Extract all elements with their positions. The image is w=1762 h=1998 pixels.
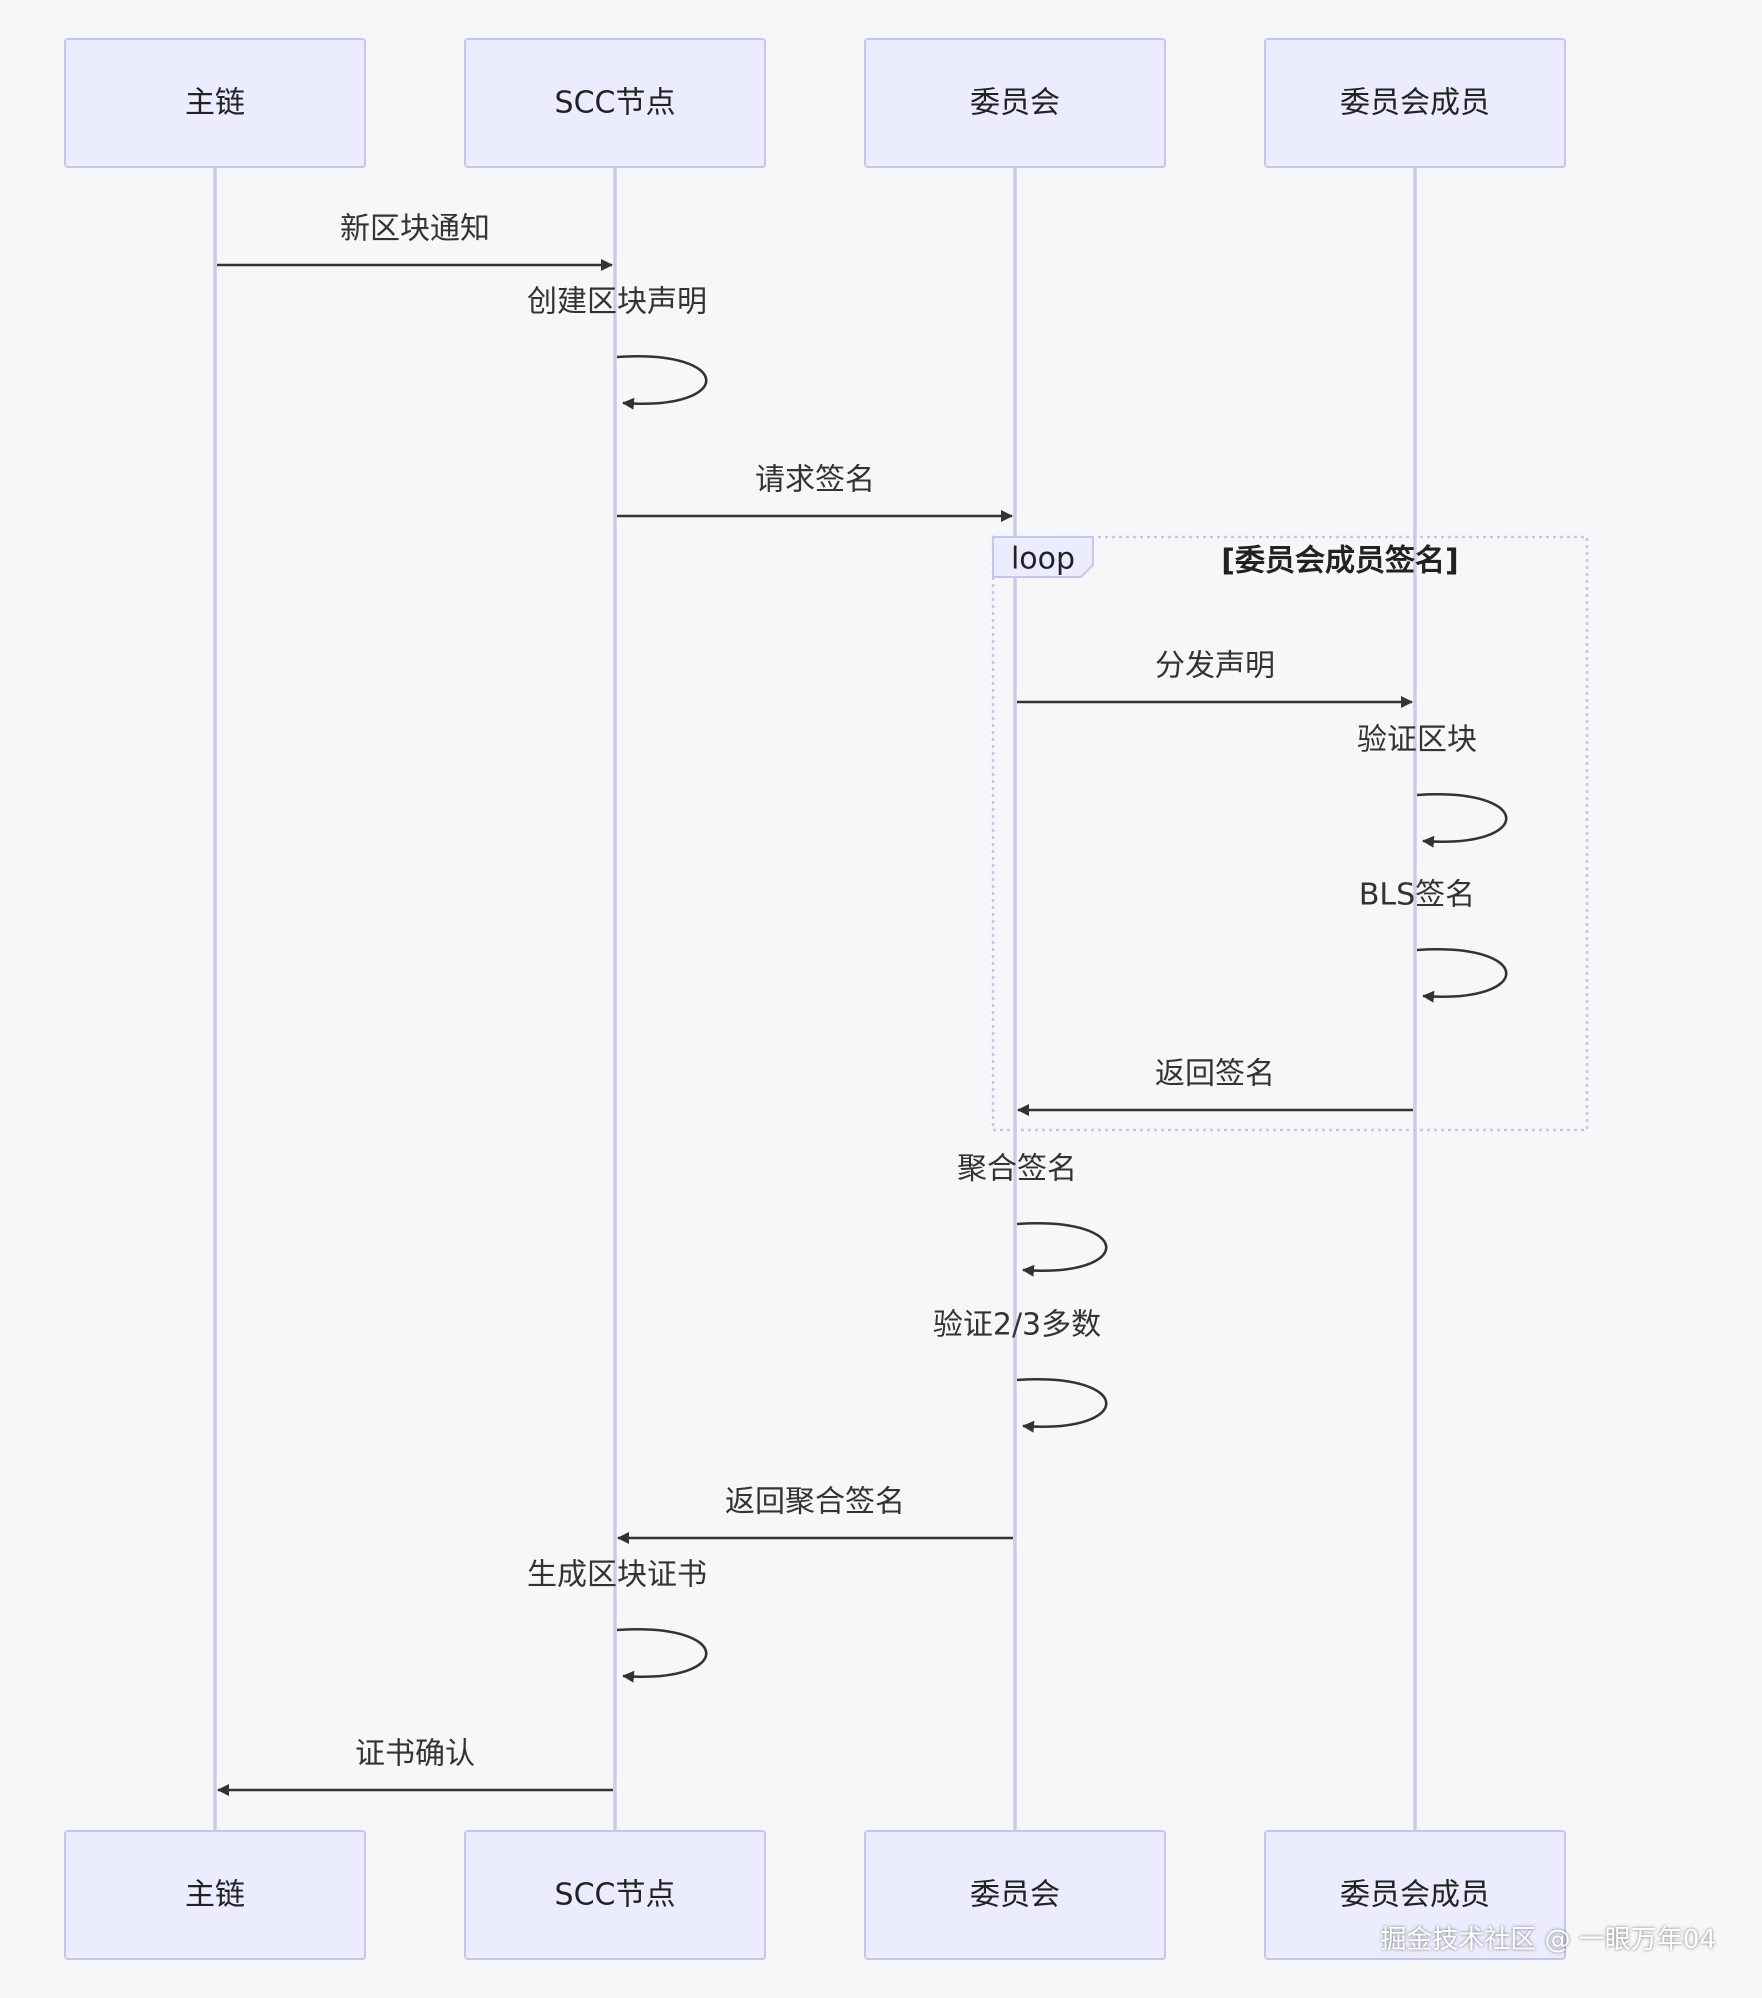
actor-label-bottom-0: 主链: [185, 1878, 245, 1913]
actor-label-bottom-2: 委员会: [970, 1878, 1060, 1913]
actor-box-top-3: [1264, 38, 1566, 168]
actor-label-bottom-3: 委员会成员: [1340, 1878, 1490, 1913]
message-label-7: 聚合签名: [957, 1152, 1077, 1187]
message-label-5: BLS签名: [1359, 878, 1475, 913]
message-label-11: 证书确认: [355, 1737, 475, 1772]
actor-box-top-2: [864, 38, 1166, 168]
actor-box-top-0: [64, 38, 366, 168]
loop-condition: [委员会成员签名]: [1221, 544, 1458, 579]
message-arrow-7: [1016, 1221, 1108, 1277]
message-arrow-5: [1416, 947, 1508, 1003]
message-label-2: 请求签名: [755, 463, 875, 498]
loop-keyword: loop: [1011, 542, 1075, 577]
actor-box-bottom-0: [64, 1830, 366, 1960]
message-arrow-10: [616, 1627, 708, 1683]
message-arrow-1: [616, 354, 708, 410]
actor-box-top-1: [464, 38, 766, 168]
message-label-0: 新区块通知: [340, 212, 490, 247]
actor-label-top-3: 委员会成员: [1340, 86, 1490, 121]
message-label-6: 返回签名: [1155, 1057, 1275, 1092]
watermark-text: 掘金技术社区 @ 一眼万年04: [1380, 1925, 1716, 1955]
actor-label-top-2: 委员会: [970, 86, 1060, 121]
message-label-8: 验证2/3多数: [933, 1308, 1101, 1343]
message-label-9: 返回聚合签名: [725, 1485, 905, 1520]
actor-box-bottom-3: [1264, 1830, 1566, 1960]
actor-box-bottom-1: [464, 1830, 766, 1960]
message-arrow-8: [1016, 1377, 1108, 1433]
actor-label-top-0: 主链: [185, 86, 245, 121]
message-label-3: 分发声明: [1155, 649, 1275, 684]
actor-box-bottom-2: [864, 1830, 1166, 1960]
message-label-4: 验证区块: [1357, 723, 1477, 758]
loop-frame: [991, 535, 1589, 1132]
loop-tag: [992, 536, 1094, 578]
message-arrow-4: [1416, 792, 1508, 848]
actor-label-bottom-1: SCC节点: [555, 1878, 676, 1913]
message-label-1: 创建区块声明: [527, 285, 707, 320]
message-label-10: 生成区块证书: [527, 1558, 707, 1593]
actor-label-top-1: SCC节点: [555, 86, 676, 121]
